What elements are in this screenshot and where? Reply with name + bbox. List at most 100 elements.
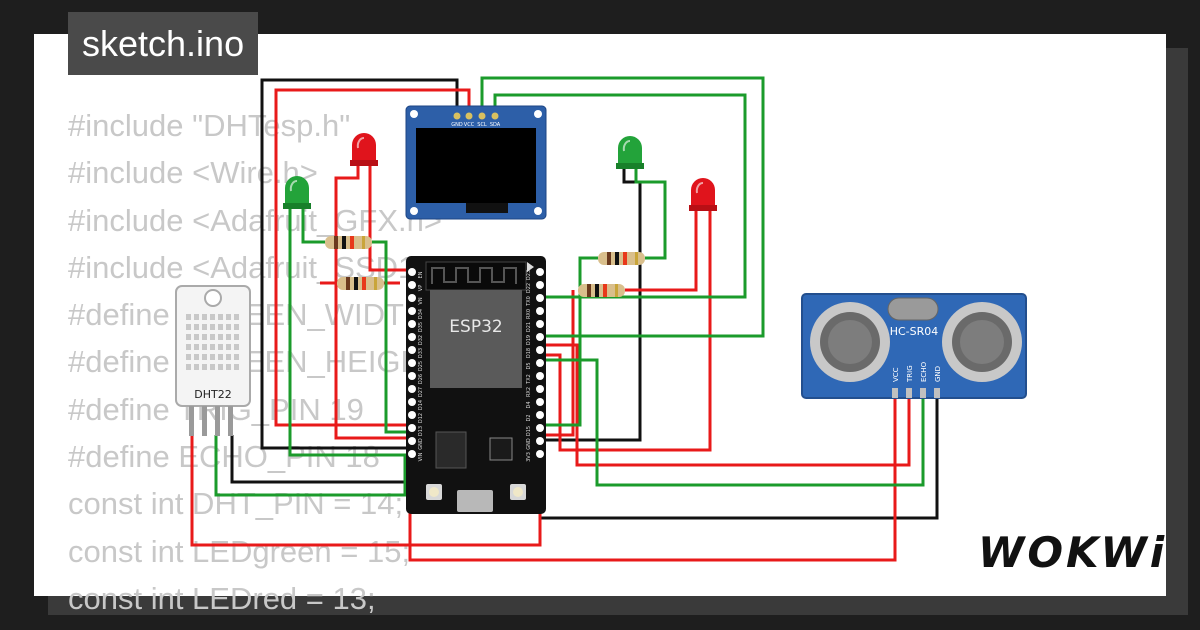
esp32-pin-hole [536,437,544,445]
dht-vent-slot [202,314,207,320]
esp32-pin-label: D35 [418,322,424,332]
wokwi-logo: WOKWi [978,528,1168,577]
sonar-pin-label: GND [934,366,942,382]
dht-vent-slot [234,364,239,370]
esp32-pin-label: TX0 [526,296,532,307]
wire-dht-data [214,435,416,497]
esp32-pin-label: D4 [526,401,532,408]
esp32-pin-label: D34 [418,309,424,319]
esp32-pin-label: D25 [418,361,424,371]
dht-vent-slot [186,314,191,320]
esp32-pin-label: VN [418,297,424,304]
esp32-pin-hole [536,320,544,328]
esp32-pin-hole [408,346,416,354]
dht-vent-slot [234,334,239,340]
esp32-pin-label: D15 [526,426,532,436]
dht-vent-slot [226,344,231,350]
esp32-label: ESP32 [449,317,502,337]
esp32-pin-label: D2 [526,414,532,421]
wire-sonar-gnd [538,388,939,520]
esp32-pin-hole [408,359,416,367]
dht-vent-slot [186,324,191,330]
dht-vent-slot [194,364,199,370]
esp32-pin-label: RX2 [526,387,532,397]
esp32-pin-hole [408,294,416,302]
dht-vent-slot [186,354,191,360]
dht-vent-slot [202,344,207,350]
dht-vent-slot [202,364,207,370]
dht-vent-slot [202,334,207,340]
wire-res3 [540,256,598,427]
dht22-sensor: DHT22 [175,285,251,436]
wire-green2-cathode [540,168,642,442]
dht-vent-slot [186,364,191,370]
esp32-pin-label: VP [418,285,424,291]
dht-vent-slot [234,354,239,360]
esp32-pin-label: D18 [526,348,532,358]
esp32-right-pins: D23D22TX0RX0D21D19D18D5TX2RX2D4D2D15GND3… [526,268,544,462]
esp32-pin-label: GND [526,438,532,450]
wire-green1-anode [301,208,325,244]
led-green-1 [283,176,311,209]
esp32-pin-hole [536,450,544,458]
dht-vent-slot [210,324,215,330]
code-line: #define ECHO_PIN 18 [68,439,380,475]
oled-pin-label: SCL [477,122,487,128]
dht-vent-slot [186,344,191,350]
esp32-pin-hole [536,307,544,315]
wire-red1-cathode [334,165,416,440]
esp32-pin-hole [536,411,544,419]
dht-vent-slot [210,314,215,320]
dht-vent-slot [194,354,199,360]
esp32-pin-hole [408,437,416,445]
esp32-pin-label: D33 [418,348,424,358]
esp32-pin-hole [536,359,544,367]
esp32-pin-hole [536,281,544,289]
esp32-pin-hole [536,385,544,393]
resistor-3 [598,252,645,265]
wire-oled-vcc [274,88,471,427]
sonar-pin-label: TRIG [906,365,914,383]
dht-vent-slot [194,324,199,330]
hc-sr04-sensor: HC-SR04 VCC TRIG ECHO GND [801,293,1027,399]
esp32-pin-hole [536,424,544,432]
wire-res4 [540,290,575,437]
esp32-pin-label: D12 [418,413,424,423]
esp32-pin-label: D19 [526,335,532,345]
esp32-pin-hole [408,424,416,432]
dht-vent-slot [226,364,231,370]
wire-dht-gnd [230,435,416,484]
wire-red2-res [625,210,698,292]
esp32-pin-label: TX2 [526,374,532,385]
wire-res1 [372,240,416,434]
dht-vent-slot [218,344,223,350]
code-line: #include <Wire.h> [68,155,318,191]
esp32-pin-hole [536,333,544,341]
dht-vent-slot [218,314,223,320]
wire-green1-cathode [288,208,416,457]
dht-vent-slot [210,354,215,360]
esp32-pin-hole [408,450,416,458]
dht-vent-slot [186,334,191,340]
code-line: const int DHT_PIN = 14; [68,486,404,522]
sketch-title: sketch.ino [68,12,259,75]
esp32-pin-hole [408,398,416,406]
dht-vent-slot [194,314,199,320]
dht22-label: DHT22 [194,388,231,401]
esp32-pin-hole [536,294,544,302]
wire-sonar-trig [540,343,911,467]
esp32-pin-hole [408,372,416,380]
dht-vent-slot [218,354,223,360]
dht-vent-slot [210,344,215,350]
esp32-pin-label: D32 [418,335,424,345]
dht-vent-slot [202,324,207,330]
esp32-pin-label: D23 [526,270,532,280]
esp32-pin-label: GND [418,438,424,450]
esp32-pin-hole [408,385,416,393]
esp32-pin-label: D22 [526,283,532,293]
esp32-pin-hole [536,372,544,380]
esp32-pin-hole [408,320,416,328]
esp32-pin-label: 3V3 [526,452,532,462]
esp32-pin-label: D13 [418,426,424,436]
esp32-pin-hole [408,333,416,341]
